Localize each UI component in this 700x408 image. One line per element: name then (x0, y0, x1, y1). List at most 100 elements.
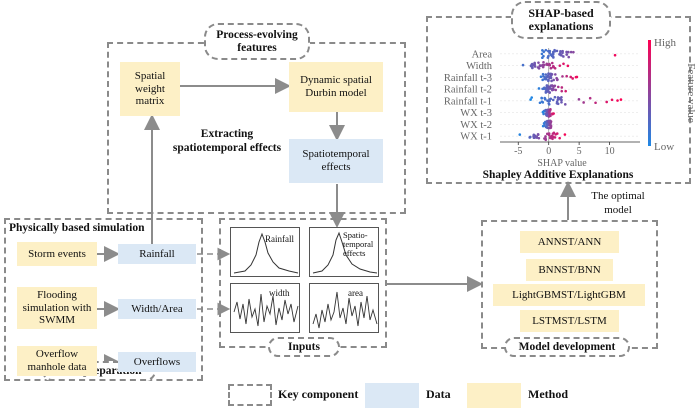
shap-point (582, 101, 585, 104)
shap-point (551, 50, 555, 54)
shap-point (613, 53, 617, 57)
area-plot-label: area (348, 288, 363, 298)
shap-point (569, 75, 573, 79)
shap-feature-label: WX t-3 (460, 108, 492, 119)
model-box-lstm: LSTMST/LSTM (520, 310, 619, 332)
shap-point (544, 48, 548, 52)
shap-point (540, 52, 544, 56)
shap-point (537, 87, 541, 90)
process-features-title: Process-evolving features (204, 23, 310, 60)
shap-point (605, 100, 608, 104)
model-box-bnn: BNNST/BNN (526, 259, 613, 281)
shap-point (536, 132, 540, 136)
shap-x-tick-label: 10 (605, 146, 615, 157)
shap-colorbar-label: Feature value (685, 63, 697, 123)
shap-point (533, 136, 537, 139)
shap-point (548, 113, 551, 116)
shap-point (571, 77, 574, 80)
shap-point (551, 64, 555, 68)
legend-data-label: Data (426, 387, 451, 401)
shap-colorbar (648, 40, 651, 146)
legend-method-swatch (467, 383, 521, 408)
shap-point (549, 66, 553, 70)
shap-point (542, 122, 546, 125)
shap-point (544, 73, 548, 76)
shap-point (529, 64, 533, 68)
width-area-data-box: Width/Area (118, 299, 196, 319)
shap-point (548, 136, 552, 140)
spatiotemporal-effects-box: Spatiotemporal effects (289, 139, 383, 183)
shap-point (551, 98, 555, 102)
shap-point (549, 126, 553, 129)
shap-point (572, 50, 575, 54)
shap-point (529, 98, 532, 101)
shap-point (554, 73, 557, 76)
shap-point (541, 78, 544, 82)
shap-x-tick-label: 5 (577, 146, 582, 157)
shap-point (555, 101, 559, 105)
shap-point (553, 95, 557, 99)
shap-colorbar-high: High (654, 37, 677, 49)
shap-point (550, 72, 554, 76)
overflows-data-box: Overflows (118, 352, 196, 372)
shap-point (577, 98, 581, 101)
shap-point (560, 86, 564, 89)
spatiotemporal-plot-label: Spatio-temporal effects (343, 230, 374, 258)
shap-point (555, 132, 559, 135)
shap-point (564, 89, 567, 93)
shap-point (537, 67, 541, 70)
shap-point (565, 53, 568, 56)
shap-point (530, 62, 534, 66)
shap-point (574, 75, 578, 79)
shap-point (550, 61, 554, 65)
shap-point (547, 119, 551, 123)
spatiotemporal-curve (312, 231, 378, 274)
shap-point (533, 64, 536, 67)
shap-point (550, 79, 553, 83)
shap-feature-label: Rainfall t-2 (444, 85, 492, 96)
shap-point (542, 54, 545, 58)
shap-point (528, 135, 532, 139)
shap-point (552, 78, 555, 82)
shap-point (560, 100, 563, 104)
rainfall-data-box: Rainfall (118, 244, 196, 264)
shap-point (538, 101, 542, 105)
shap-point (541, 87, 544, 91)
shap-feature-label: WX t-1 (460, 132, 492, 143)
shap-point (548, 110, 551, 114)
shap-point (550, 112, 554, 115)
extracting-effects-label: Extracting spatiotemporal effects (172, 128, 282, 155)
shap-point (543, 63, 546, 67)
dynamic-sdm-box: Dynamic spatial Durbin model (289, 62, 383, 112)
shap-point (537, 136, 541, 140)
shap-point (552, 84, 556, 88)
flooding-simulation-box: Flooding simulation with SWMM (17, 287, 97, 329)
overflow-manhole-box: Overflow manhole data (17, 346, 97, 376)
shap-point (559, 50, 562, 53)
shap-point (541, 72, 545, 76)
legend-key-component-label: Key component (278, 387, 359, 401)
legend-key-component-swatch (228, 384, 272, 406)
shap-point (558, 97, 562, 100)
shap-point (560, 89, 564, 93)
shap-point (544, 91, 548, 94)
inputs-title: Inputs (268, 337, 340, 357)
shap-point (545, 84, 549, 87)
shap-point (569, 50, 573, 54)
model-box-ann: ANNST/ANN (520, 231, 619, 253)
shap-point (546, 99, 550, 103)
shap-point (549, 53, 553, 56)
shap-point (539, 64, 543, 67)
width-plot-label: width (269, 288, 290, 298)
shap-point (561, 49, 564, 53)
shap-point (537, 61, 540, 64)
shap-point (550, 88, 554, 92)
shap-point (566, 64, 570, 68)
shap-feature-label: Rainfall t-1 (444, 96, 492, 107)
physically-based-title: Physically based simulation (9, 222, 145, 234)
shap-point (548, 72, 552, 76)
shap-point (545, 88, 549, 92)
shap-point (551, 132, 555, 135)
shap-point (610, 98, 614, 102)
shap-point (567, 55, 571, 59)
